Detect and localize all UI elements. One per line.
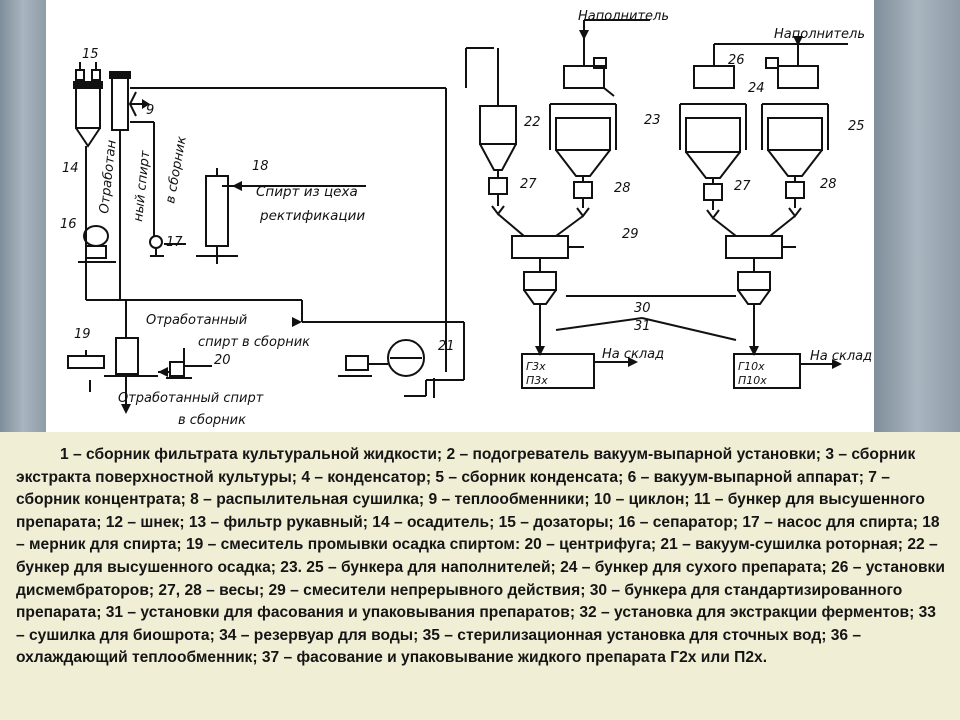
scales-27-right (703, 178, 723, 220)
standardized-hopper-30-right (737, 258, 771, 354)
process-scheme: Наполнитель Наполнитель Отработан ный сп… (46, 0, 874, 432)
legend-caption: 1 – сборник фильтрата культуральной жидк… (0, 432, 960, 720)
number-27-right: 27 (734, 179, 751, 194)
filler-hopper-25 (761, 103, 829, 177)
label-spent-vertical-1: Отработан (97, 139, 120, 215)
number-9: 9 (146, 103, 154, 118)
filler-hopper-23 (549, 103, 617, 177)
label-spent-mid-1: Отработанный (146, 313, 247, 328)
scales-27-left (488, 170, 508, 216)
number-19: 19 (74, 327, 91, 342)
number-30: 30 (634, 301, 651, 316)
number-31: 31 (634, 319, 651, 334)
label-pack-right-2: П10х (738, 374, 767, 387)
number-14: 14 (62, 161, 79, 176)
label-spent-vertical-2: ный спирт (131, 150, 153, 223)
number-20: 20 (214, 353, 231, 368)
dosers-15 (75, 62, 101, 81)
number-23: 23 (644, 113, 661, 128)
number-16: 16 (60, 217, 77, 232)
process-scheme-drawing: Наполнитель Наполнитель Отработан ный сп… (60, 9, 872, 428)
label-pack-left-1: Г3х (526, 360, 546, 373)
label-filler-1: Наполнитель (578, 9, 669, 24)
label-spent-bottom-1: Отработанный спирт (118, 391, 264, 406)
number-24: 24 (748, 81, 765, 96)
number-17: 17 (166, 235, 183, 250)
number-27-left: 27 (520, 177, 537, 192)
dry-preparation-hopper-24 (679, 103, 747, 179)
label-pack-left-2: П3х (526, 374, 548, 387)
label-to-warehouse-2: На склад (810, 349, 872, 364)
continuous-mixer-29-left (511, 235, 584, 259)
number-21: 21 (438, 339, 455, 354)
number-18: 18 (252, 159, 269, 174)
separator-16 (78, 225, 116, 263)
label-pack-right-1: Г10х (738, 360, 765, 373)
dismembrator-26-right (693, 43, 848, 89)
pump-17 (149, 235, 164, 257)
label-alcohol-from-shop-2: ректификации (259, 208, 365, 224)
packaging-unit-31-left (521, 353, 632, 389)
continuous-mixer-29-right (725, 235, 796, 259)
settler-14 (73, 81, 103, 148)
scales-28-right (785, 176, 805, 218)
number-15: 15 (82, 47, 99, 62)
alcohol-measuring-vessel-18 (196, 168, 366, 257)
label-to-warehouse-1: На склад (602, 347, 664, 362)
standardized-hopper-30-left (523, 258, 557, 354)
scales-28-left (573, 176, 593, 218)
rotary-vacuum-dryer-21 (338, 339, 435, 398)
dried-sediment-hopper-22 (479, 48, 517, 171)
dismembrator-26-left (563, 36, 615, 97)
label-to-collector-vertical: в сборник (163, 135, 190, 205)
number-29: 29 (622, 227, 639, 242)
number-22: 22 (524, 115, 541, 130)
number-26: 26 (728, 53, 745, 68)
label-alcohol-from-shop-1: Спирт из цеха (256, 184, 358, 200)
legend-text: 1 – сборник фильтрата культуральной жидк… (16, 446, 945, 667)
mixer-19 (67, 337, 158, 392)
label-spent-bottom-2: в сборник (178, 413, 246, 428)
number-28-left: 28 (614, 181, 631, 196)
label-spent-mid-2: спирт в сборник (198, 335, 310, 350)
number-25: 25 (848, 119, 865, 134)
label-filler-2: Наполнитель (774, 27, 865, 42)
number-28-right: 28 (820, 177, 837, 192)
packaging-unit-31-right (733, 353, 836, 389)
